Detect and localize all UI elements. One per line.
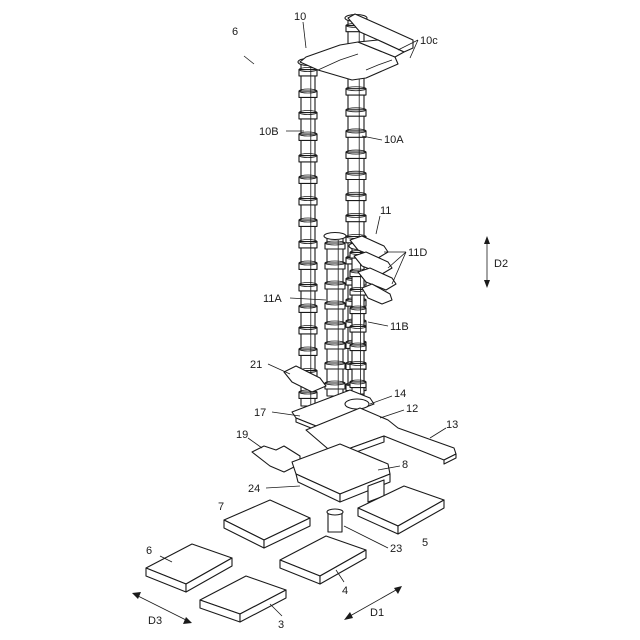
label-6-bottom: 6 xyxy=(146,545,152,557)
label-8: 8 xyxy=(402,459,408,471)
arrow-D2 xyxy=(484,236,490,288)
label-10A: 10A xyxy=(384,134,404,146)
label-10: 10 xyxy=(294,11,306,23)
disk-14 xyxy=(345,399,369,409)
plate-8 xyxy=(292,444,390,502)
column-11A xyxy=(324,233,346,397)
column-10B xyxy=(298,59,318,407)
label-11D: 11D xyxy=(408,247,427,259)
label-5: 5 xyxy=(422,537,428,549)
label-4: 4 xyxy=(342,585,348,597)
pad-7 xyxy=(224,500,310,548)
bridge-10c xyxy=(300,14,413,80)
label-6-top: 6 xyxy=(232,26,238,38)
label-7: 7 xyxy=(218,501,224,513)
pillar-23 xyxy=(327,509,343,532)
label-23: 23 xyxy=(390,543,402,555)
plate-21 xyxy=(284,366,326,392)
label-3: 3 xyxy=(278,619,284,631)
label-13: 13 xyxy=(446,419,458,431)
label-24: 24 xyxy=(248,483,260,495)
pad-6 xyxy=(146,544,232,592)
label-D1: D1 xyxy=(370,607,384,619)
pad-3 xyxy=(200,576,286,622)
label-12: 12 xyxy=(406,403,418,415)
label-11A: 11A xyxy=(263,293,282,305)
label-17: 17 xyxy=(254,407,266,419)
label-D2: D2 xyxy=(494,258,508,270)
label-14: 14 xyxy=(394,388,406,400)
label-11B: 11B xyxy=(390,321,409,333)
label-19: 19 xyxy=(236,429,248,441)
label-10B: 10B xyxy=(259,126,279,138)
label-11: 11 xyxy=(380,205,391,217)
label-D3: D3 xyxy=(148,615,162,627)
pad-4 xyxy=(280,536,366,584)
label-10c: 10c xyxy=(420,35,438,47)
label-21: 21 xyxy=(250,359,262,371)
plate-19 xyxy=(252,446,300,472)
